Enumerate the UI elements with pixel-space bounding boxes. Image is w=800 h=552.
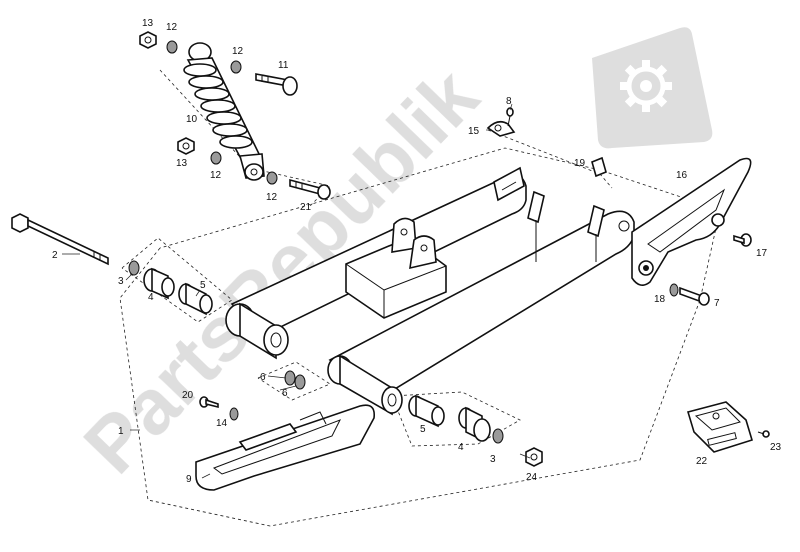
center-pivot-body [339,354,393,416]
spacer-5-rear [408,394,445,428]
chain-tab-left [527,190,545,224]
clip-15 [486,120,516,137]
nut-24 [525,447,543,467]
mount-hole [400,228,408,236]
axle-hole-right [618,220,630,232]
shock-spring [183,63,253,149]
pivot-bolt-2 [11,213,109,266]
nut-13-lower [177,137,195,155]
screw-20 [199,396,219,409]
bushing-4-rear [458,406,491,442]
front-pivot-bushing-end [263,324,289,356]
callout-17: 17 [756,248,768,259]
washer-6-a [284,370,296,386]
callout-labels: 1 2 3 3 4 4 5 5 6 6 7 8 9 10 11 12 12 12… [52,18,782,485]
watermark-flag-shape [592,27,713,149]
spacer-5-front [178,282,213,316]
fasteners [11,31,770,467]
washer-14 [229,407,239,421]
callout-5: 5 [420,424,426,435]
screw-17 [733,233,752,247]
callout-24: 24 [526,472,538,483]
rear-shock-absorber [183,42,265,181]
callout-5: 5 [200,280,206,291]
callout-19: 19 [574,158,586,169]
callout-12: 12 [232,46,244,57]
callout-6: 6 [282,388,288,399]
washer-12-c [210,151,222,165]
callout-7: 7 [714,298,720,309]
callout-13: 13 [142,18,154,29]
callout-2: 2 [52,250,58,261]
chain-guard-16 [631,157,752,286]
callout-21: 21 [300,202,312,213]
axle-slot-left [493,166,525,202]
slider-rib [238,423,298,451]
rear-pivot-end [381,386,403,414]
callout-20: 20 [182,390,194,401]
chain-slider-9 [195,404,376,491]
slot-line [501,181,517,191]
mount-hole-2 [420,244,428,252]
callout-23: 23 [770,442,782,453]
front-pivot-group-outline [121,237,233,323]
callout-12: 12 [266,192,278,203]
washer-18 [669,283,679,297]
callout-4: 4 [148,292,154,303]
bolt-11 [255,73,298,96]
callout-1: 1 [118,426,124,437]
bushing-4-front [143,267,175,300]
clip-19 [591,156,607,178]
callout-22: 22 [696,456,708,467]
bottom-eye-bore [250,168,258,176]
swingarm-outline [119,147,721,527]
callout-15: 15 [468,126,480,137]
callout-8: 8 [506,96,512,107]
washer-12-d [266,171,278,185]
washer-6-b [294,374,306,390]
screw-8 [506,107,514,127]
callout-13: 13 [176,158,188,169]
chain-tab-right [587,204,605,238]
crossmember-edge [345,263,385,291]
crossmember-edge-2 [383,265,447,291]
callout-12: 12 [166,22,178,33]
callout-3: 3 [490,454,496,465]
bolt-7 [679,286,710,306]
guard-mount-hole [711,213,725,227]
pivot-bore [270,332,282,348]
slider-block-22 [686,401,753,453]
washer-3-rear [492,428,504,444]
callout-10: 10 [186,114,198,125]
gear-icon [620,60,672,112]
bolt-21 [289,178,331,200]
callout-6: 6 [260,372,266,383]
callout-11: 11 [278,60,289,71]
callout-14: 14 [216,418,228,429]
washer-3-front [128,260,140,276]
callout-16: 16 [676,170,688,181]
callout-9: 9 [186,474,192,485]
nut-13-top [139,31,157,49]
callout-4: 4 [458,442,464,453]
screw-23 [757,430,770,438]
pivot-bore-2 [387,393,397,407]
washer-12-a [166,40,178,54]
callout-3: 3 [118,276,124,287]
leader-lines [62,103,531,479]
callout-12: 12 [210,170,222,181]
shock-bottom-eye [244,163,264,181]
washer-12-b [230,60,242,74]
swingarm [225,166,635,416]
shock-mount-plate-right [409,235,437,270]
callout-18: 18 [654,294,666,305]
